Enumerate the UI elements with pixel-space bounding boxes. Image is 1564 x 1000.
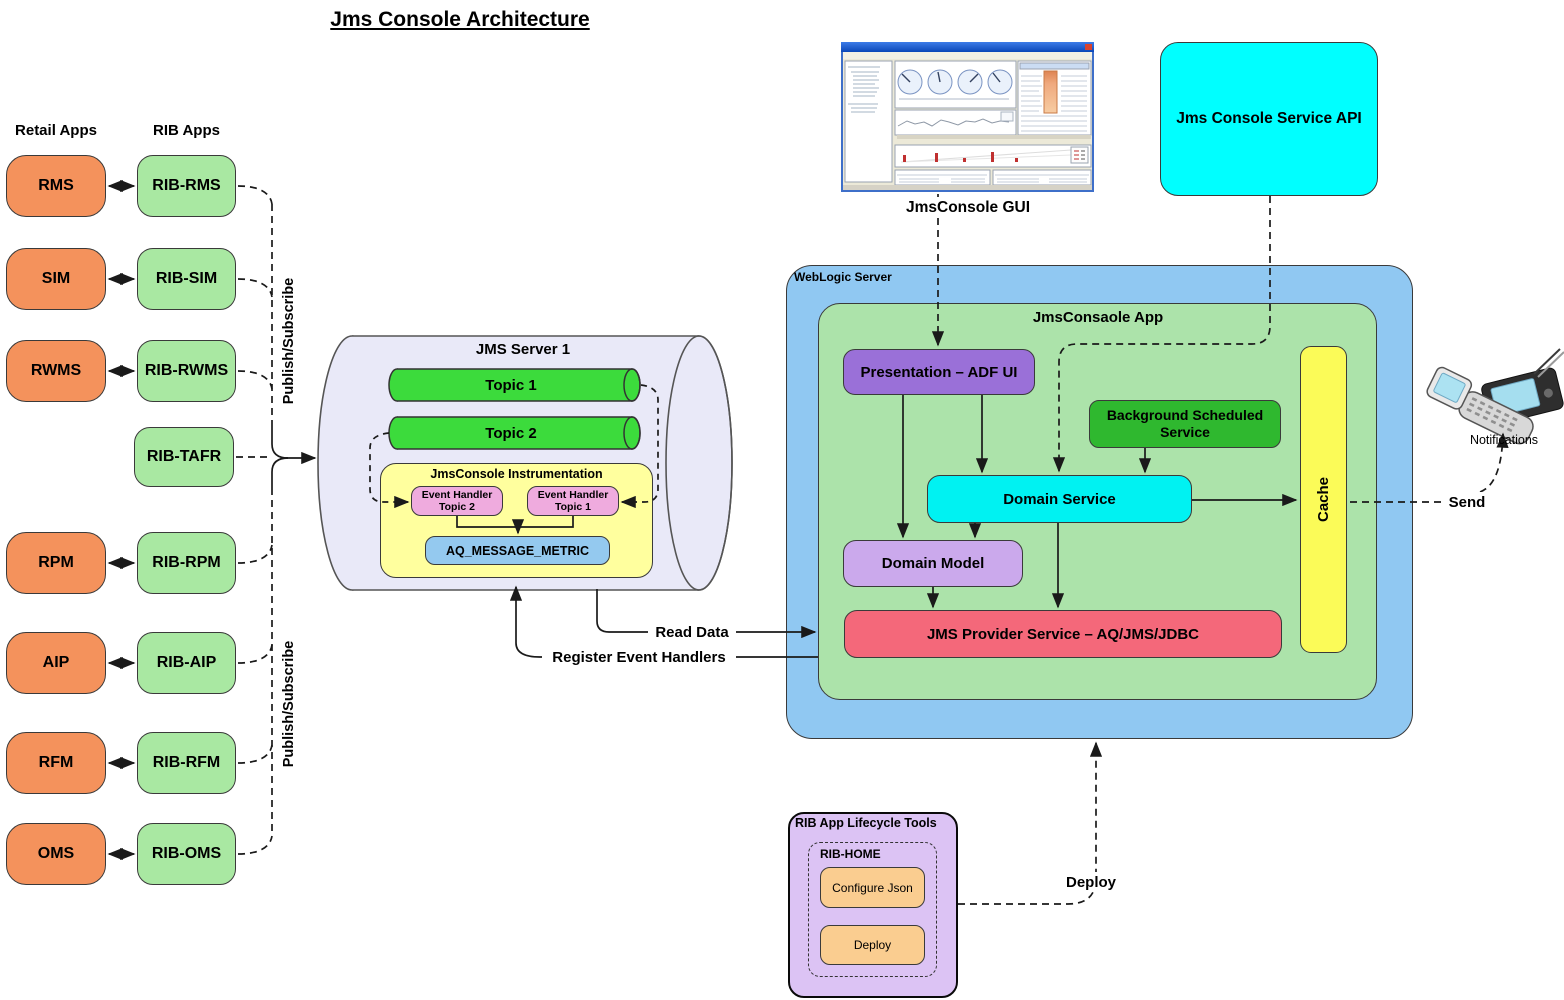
background-scheduled-service-line2: Service xyxy=(1160,424,1210,440)
bus-merge-bottom xyxy=(271,457,289,488)
rib-app-sim: RIB-SIM xyxy=(137,248,236,310)
page-title: Jms Console Architecture xyxy=(330,8,590,31)
rib-app-oms: RIB-OMS xyxy=(137,823,236,885)
retail-app-aip: AIP xyxy=(6,632,106,694)
aq-message-metric-box: AQ_MESSAGE_METRIC xyxy=(425,536,610,565)
dash-ribaip-bus xyxy=(237,644,273,664)
dash-ribrms-bus xyxy=(237,185,273,205)
bus-merge-top xyxy=(271,426,289,459)
event-handler-topic2-line2: Topic 2 xyxy=(439,501,475,513)
rib-apps-header: RIB Apps xyxy=(153,122,220,139)
rib-app-rms: RIB-RMS xyxy=(137,155,236,217)
jmsconsole-gui-label: JmsConsole GUI xyxy=(895,197,1041,218)
notifications-label: Notifications xyxy=(1469,433,1539,447)
dash-ribrfm-bus xyxy=(237,744,273,764)
register-event-handlers-label: Register Event Handlers xyxy=(542,647,736,667)
domain-service-box: Domain Service xyxy=(927,475,1192,523)
retail-apps-header: Retail Apps xyxy=(15,122,97,139)
retail-app-rwms: RWMS xyxy=(6,340,106,402)
configure-json-box: Configure Json xyxy=(820,867,925,908)
rib-app-aip: RIB-AIP xyxy=(137,632,236,694)
rib-app-rwms: RIB-RWMS xyxy=(137,340,236,402)
jmsconsaole-app-label: JmsConsaole App xyxy=(1032,309,1164,326)
cache-label: Cache xyxy=(1315,476,1332,523)
pda-icon xyxy=(1481,348,1564,426)
dash-ribrwms-bus xyxy=(237,370,273,390)
retail-app-rpm: RPM xyxy=(6,532,106,594)
deploy-box: Deploy xyxy=(820,925,925,965)
event-handler-topic2-box: Event Handler Topic 2 xyxy=(411,486,503,516)
rib-app-rfm: RIB-RFM xyxy=(137,732,236,794)
send-label: Send xyxy=(1444,492,1490,512)
topic2-label: Topic 2 xyxy=(485,424,537,442)
dash-riboms-bus xyxy=(237,835,273,855)
presentation-adf-ui-box: Presentation – ADF UI xyxy=(843,349,1035,395)
jmsconsole-instrumentation-title: JmsConsole Instrumentation xyxy=(430,467,603,481)
event-handler-topic1-box: Event Handler Topic 1 xyxy=(527,486,619,516)
jms-console-service-api-box: Jms Console Service API xyxy=(1160,42,1378,196)
domain-model-box: Domain Model xyxy=(843,540,1023,587)
rib-home-box xyxy=(808,842,937,977)
dash-ribrpm-bus xyxy=(237,544,273,564)
publish-subscribe-label-upper: Publish/Subscribe xyxy=(281,277,297,405)
read-data-label: Read Data xyxy=(648,622,736,642)
retail-app-sim: SIM xyxy=(6,248,106,310)
jms-server-title: JMS Server 1 xyxy=(475,341,571,358)
weblogic-server-label: WebLogic Server xyxy=(794,270,892,284)
background-scheduled-service-line1: Background Scheduled xyxy=(1106,407,1264,424)
topic1-label: Topic 1 xyxy=(485,376,537,394)
retail-app-rfm: RFM xyxy=(6,732,106,794)
jms-provider-service-box: JMS Provider Service – AQ/JMS/JDBC xyxy=(844,610,1282,658)
retail-app-oms: OMS xyxy=(6,823,106,885)
retail-app-rms: RMS xyxy=(6,155,106,217)
jmsconsole-gui-screenshot xyxy=(841,42,1094,192)
event-handler-topic2-line1: Event Handler xyxy=(421,488,493,501)
event-handler-topic1-line1: Event Handler xyxy=(537,488,609,501)
rib-app-lifecycle-tools-title: RIB App Lifecycle Tools xyxy=(795,816,937,830)
event-handler-topic1-line2: Topic 1 xyxy=(555,501,591,513)
deploy-label: Deploy xyxy=(1060,872,1122,892)
background-scheduled-service-box: Background Scheduled Service xyxy=(1089,400,1281,448)
publish-subscribe-label-lower: Publish/Subscribe xyxy=(281,640,297,768)
rib-app-tafr: RIB-TAFR xyxy=(134,427,234,487)
cache-box: Cache xyxy=(1300,346,1347,653)
rib-home-label: RIB-HOME xyxy=(820,847,881,861)
dash-ribsim-bus xyxy=(237,278,273,298)
rib-app-rpm: RIB-RPM xyxy=(137,532,236,594)
